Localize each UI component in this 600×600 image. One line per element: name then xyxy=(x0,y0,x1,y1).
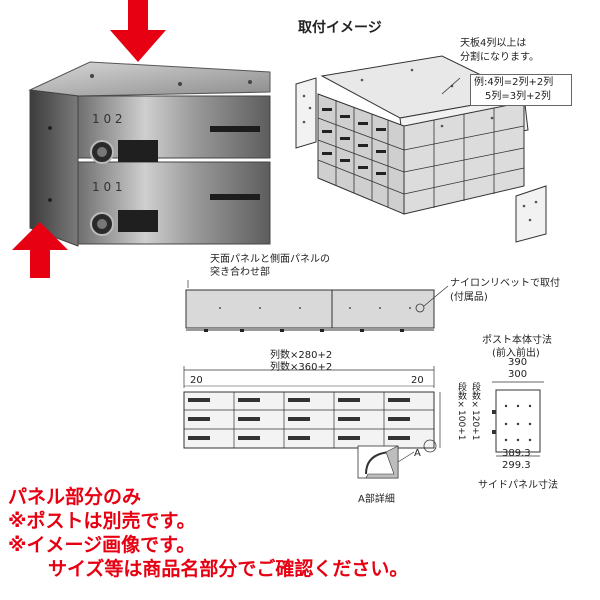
panel-depth-2: 299.3 xyxy=(502,460,531,471)
note-panel-only: パネル部分のみ xyxy=(8,486,142,508)
red-arrow-up-icon xyxy=(10,222,70,282)
note-check-size: サイズ等は商品名部分でご確認ください。 xyxy=(48,558,409,580)
mounting-callout-line1: 天板4列以上は xyxy=(460,38,527,49)
detail-label: A部詳細 xyxy=(358,494,395,505)
product-photo xyxy=(0,0,290,290)
unit-number-top: 1 0 2 xyxy=(92,112,123,126)
example-line1: 例:4列=2列+2列 xyxy=(474,77,554,88)
panel-depth-1: 389.3 xyxy=(502,448,531,459)
mounting-diagram xyxy=(292,36,592,246)
example-box xyxy=(470,74,572,106)
width-formula-1: 列数×280+2 xyxy=(270,350,333,361)
side-heading-line2: (前入前出) xyxy=(492,348,540,359)
example-line2: 5列=3列+2列 xyxy=(485,91,551,102)
rivet-label-line1: ナイロンリベットで取付 xyxy=(450,278,560,289)
height-formula-1: 段数×100+1 xyxy=(456,382,466,441)
mounting-callout-line2: 分割になります。 xyxy=(460,52,539,63)
notes-block: パネル部分のみ ※ポストは別売です。 ※イメージ画像です。 サイズ等は商品名部分… xyxy=(8,485,568,581)
dimensioned-front-view xyxy=(178,366,448,466)
height-formula-2: 段数×120+1 xyxy=(470,382,480,441)
width-formula-2: 列数×360+2 xyxy=(270,362,333,373)
side-panel-drawing xyxy=(486,380,556,460)
right-margin-dim: 20 xyxy=(411,375,424,386)
note-post-sold-separately: ※ポストは別売です。 xyxy=(8,510,196,532)
red-arrow-down-icon xyxy=(108,0,168,66)
body-depth-1: 390 xyxy=(508,357,528,368)
detail-marker: A xyxy=(414,448,421,459)
rivet-label-line2: (付属品) xyxy=(450,292,488,303)
unit-number-bottom: 1 0 1 xyxy=(92,180,123,194)
side-heading-line1: ポスト本体寸法 xyxy=(482,335,552,346)
joint-label-line2: 突き合わせ部 xyxy=(210,267,270,278)
detail-a-drawing xyxy=(356,444,416,488)
front-panel-drawing xyxy=(180,276,450,340)
joint-label-line1: 天面パネルと側面パネルの xyxy=(210,254,330,265)
left-margin-dim: 20 xyxy=(190,375,203,386)
note-image-only: ※イメージ画像です。 xyxy=(8,534,196,556)
mounting-title: 取付イメージ xyxy=(298,20,382,36)
body-depth-2: 300 xyxy=(508,369,528,380)
side-panel-caption: サイドパネル寸法 xyxy=(478,480,558,491)
